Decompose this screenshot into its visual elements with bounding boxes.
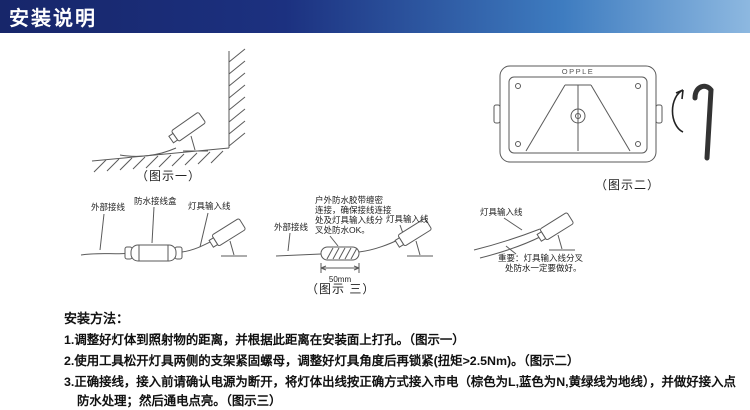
- figure3-drawing: 外部接线 防水接线盒 灯具输入线 户外防水胶带缠密 连接，确保接线连接 处及灯具…: [80, 195, 584, 284]
- label-external-wire-2: 外部接线: [274, 222, 309, 232]
- dimension-50mm: [320, 263, 360, 273]
- floodlight: [536, 212, 575, 251]
- tape-note-line3: 处及灯具输入线分: [315, 215, 384, 225]
- wall-and-ground-hatch: [91, 48, 246, 173]
- title-bar: 安装说明: [0, 0, 750, 33]
- wiring-step2: [275, 224, 406, 273]
- important-note-line1: 重要：灯具输入线分叉: [498, 253, 584, 263]
- figure-1: [88, 48, 263, 183]
- label-lamp-input-3: 灯具输入线: [480, 207, 523, 217]
- figure1-drawing: [91, 48, 246, 173]
- floodlight: [208, 218, 247, 257]
- step-1: 1.调整好灯体到照射物的距离，并根据此距离在安装面上打孔。（图示一）: [64, 333, 465, 347]
- floodlight: [394, 218, 433, 257]
- label-waterproof-box: 防水接线盒: [134, 196, 177, 206]
- step-2: 2.使用工具松开灯具两侧的支架紧固螺母，调整好灯具角度后再锁紧(扭矩>2.5Nm…: [64, 353, 580, 368]
- figure1-caption: （图示一）: [136, 169, 202, 183]
- figure-2: OPPLE: [492, 58, 732, 181]
- tape-wrap: [320, 246, 360, 261]
- wiring-step1: [80, 206, 219, 262]
- waterproof-junction-box: [124, 244, 183, 262]
- hex-key-icon: [692, 83, 714, 161]
- tape-note-line2: 连接，确保接线连接: [315, 205, 392, 215]
- figure2-drawing: OPPLE: [493, 65, 714, 163]
- figure-3: 外部接线 防水接线盒 灯具输入线 户外防水胶带缠密 连接，确保接线连接 处及灯具…: [78, 194, 623, 311]
- fixture-housing: [493, 65, 663, 163]
- tape-note-line1: 户外防水胶带缠密: [315, 195, 384, 205]
- wiring-step3: [473, 217, 543, 259]
- figure3-caption: （图示 三）: [306, 282, 376, 296]
- label-lamp-input-2: 灯具输入线: [386, 214, 429, 224]
- brand-logo: OPPLE: [562, 67, 595, 76]
- tape-note-line4: 叉处防水OK。: [315, 225, 370, 235]
- label-external-wire-1: 外部接线: [91, 202, 126, 212]
- power-wire: [119, 147, 177, 157]
- page-title: 安装说明: [9, 8, 97, 30]
- important-note-line2: 处防水一定要做好。: [505, 263, 582, 273]
- figure2-caption: （图示二）: [595, 178, 661, 192]
- installation-method: 安装方法： 1.调整好灯体到照射物的距离，并根据此距离在安装面上打孔。（图示一）…: [64, 308, 748, 410]
- method-heading: 安装方法：: [64, 311, 130, 326]
- rotate-arrow-icon: [671, 89, 684, 133]
- label-lamp-input-1: 灯具输入线: [188, 201, 231, 211]
- step-3: 3.正确接线，接入前请确认电源为断开，将灯体出线按正确方式接入市电（棕色为L,蓝…: [64, 374, 736, 408]
- floodlight: [168, 112, 208, 152]
- label-dimension: 50mm: [329, 275, 352, 284]
